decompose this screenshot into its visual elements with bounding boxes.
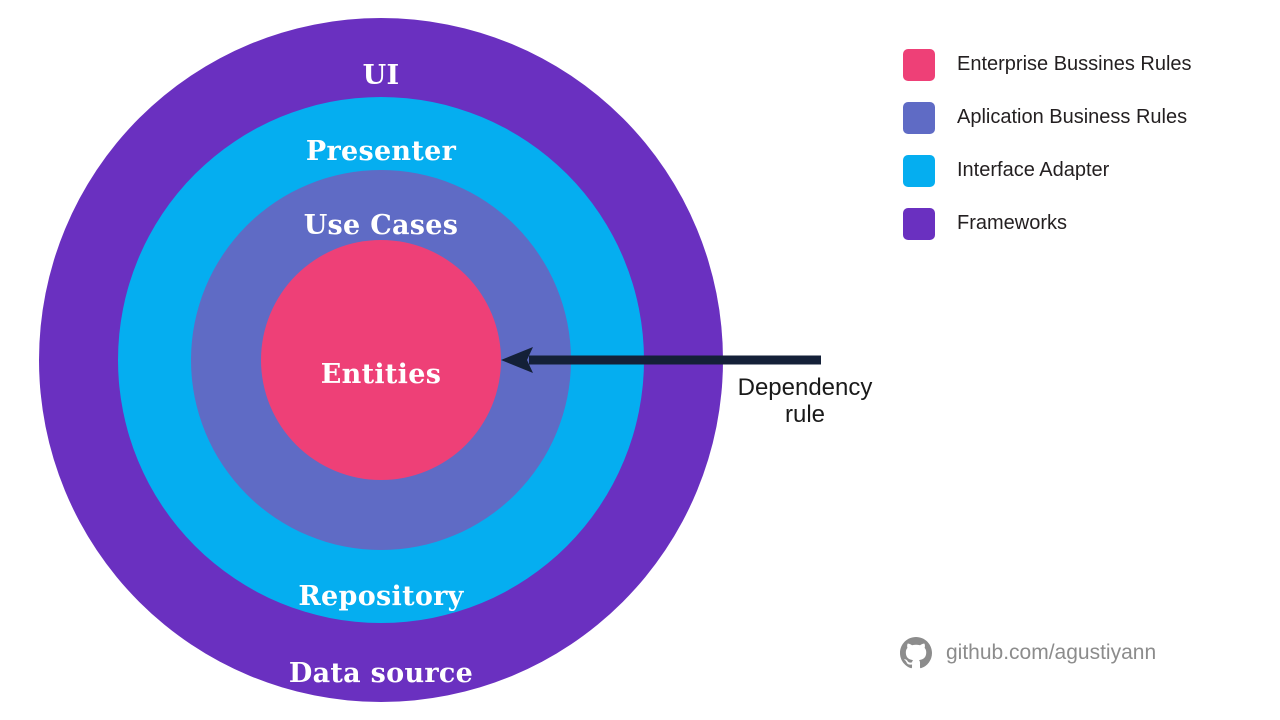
- legend-item-label: Interface Adapter: [957, 159, 1110, 181]
- dependency-arrow: [495, 340, 835, 384]
- dependency-rule-caption-line1: Dependency: [737, 374, 873, 401]
- legend-item-label: Aplication Business Rules: [957, 106, 1188, 128]
- ring-label-data-source: Data source: [288, 658, 474, 689]
- ring-enterprise-business-rules: [261, 240, 501, 480]
- dependency-arrow-icon: [501, 347, 821, 373]
- ring-label-presenter: Presenter: [305, 136, 457, 167]
- ring-label-repository: Repository: [298, 581, 464, 612]
- github-icon: [900, 637, 932, 669]
- ring-label-ui: UI: [362, 60, 400, 91]
- legend-item-application-business-rules: Aplication Business Rules: [903, 91, 1263, 144]
- ring-label-entities: Entities: [320, 359, 442, 390]
- legend-color-swatch: [903, 154, 935, 187]
- legend-color-swatch: [903, 101, 935, 134]
- legend-item-label: Enterprise Bussines Rules: [957, 53, 1192, 75]
- legend: Enterprise Bussines Rules Aplication Bus…: [903, 38, 1263, 250]
- legend-color-swatch: [903, 48, 935, 81]
- legend-color-swatch: [903, 207, 935, 240]
- credit-attribution: github.com/agustiyann: [900, 637, 1156, 669]
- legend-item-frameworks: Frameworks: [903, 197, 1263, 250]
- dependency-rule-caption-line2: rule: [784, 401, 826, 428]
- credit-text: github.com/agustiyann: [946, 641, 1157, 664]
- dependency-rule-caption: Dependency rule: [702, 374, 908, 428]
- legend-item-interface-adapter: Interface Adapter: [903, 144, 1263, 197]
- ring-label-use-cases: Use Cases: [303, 210, 459, 241]
- legend-item-label: Frameworks: [957, 212, 1068, 234]
- legend-item-enterprise-business-rules: Enterprise Bussines Rules: [903, 38, 1263, 91]
